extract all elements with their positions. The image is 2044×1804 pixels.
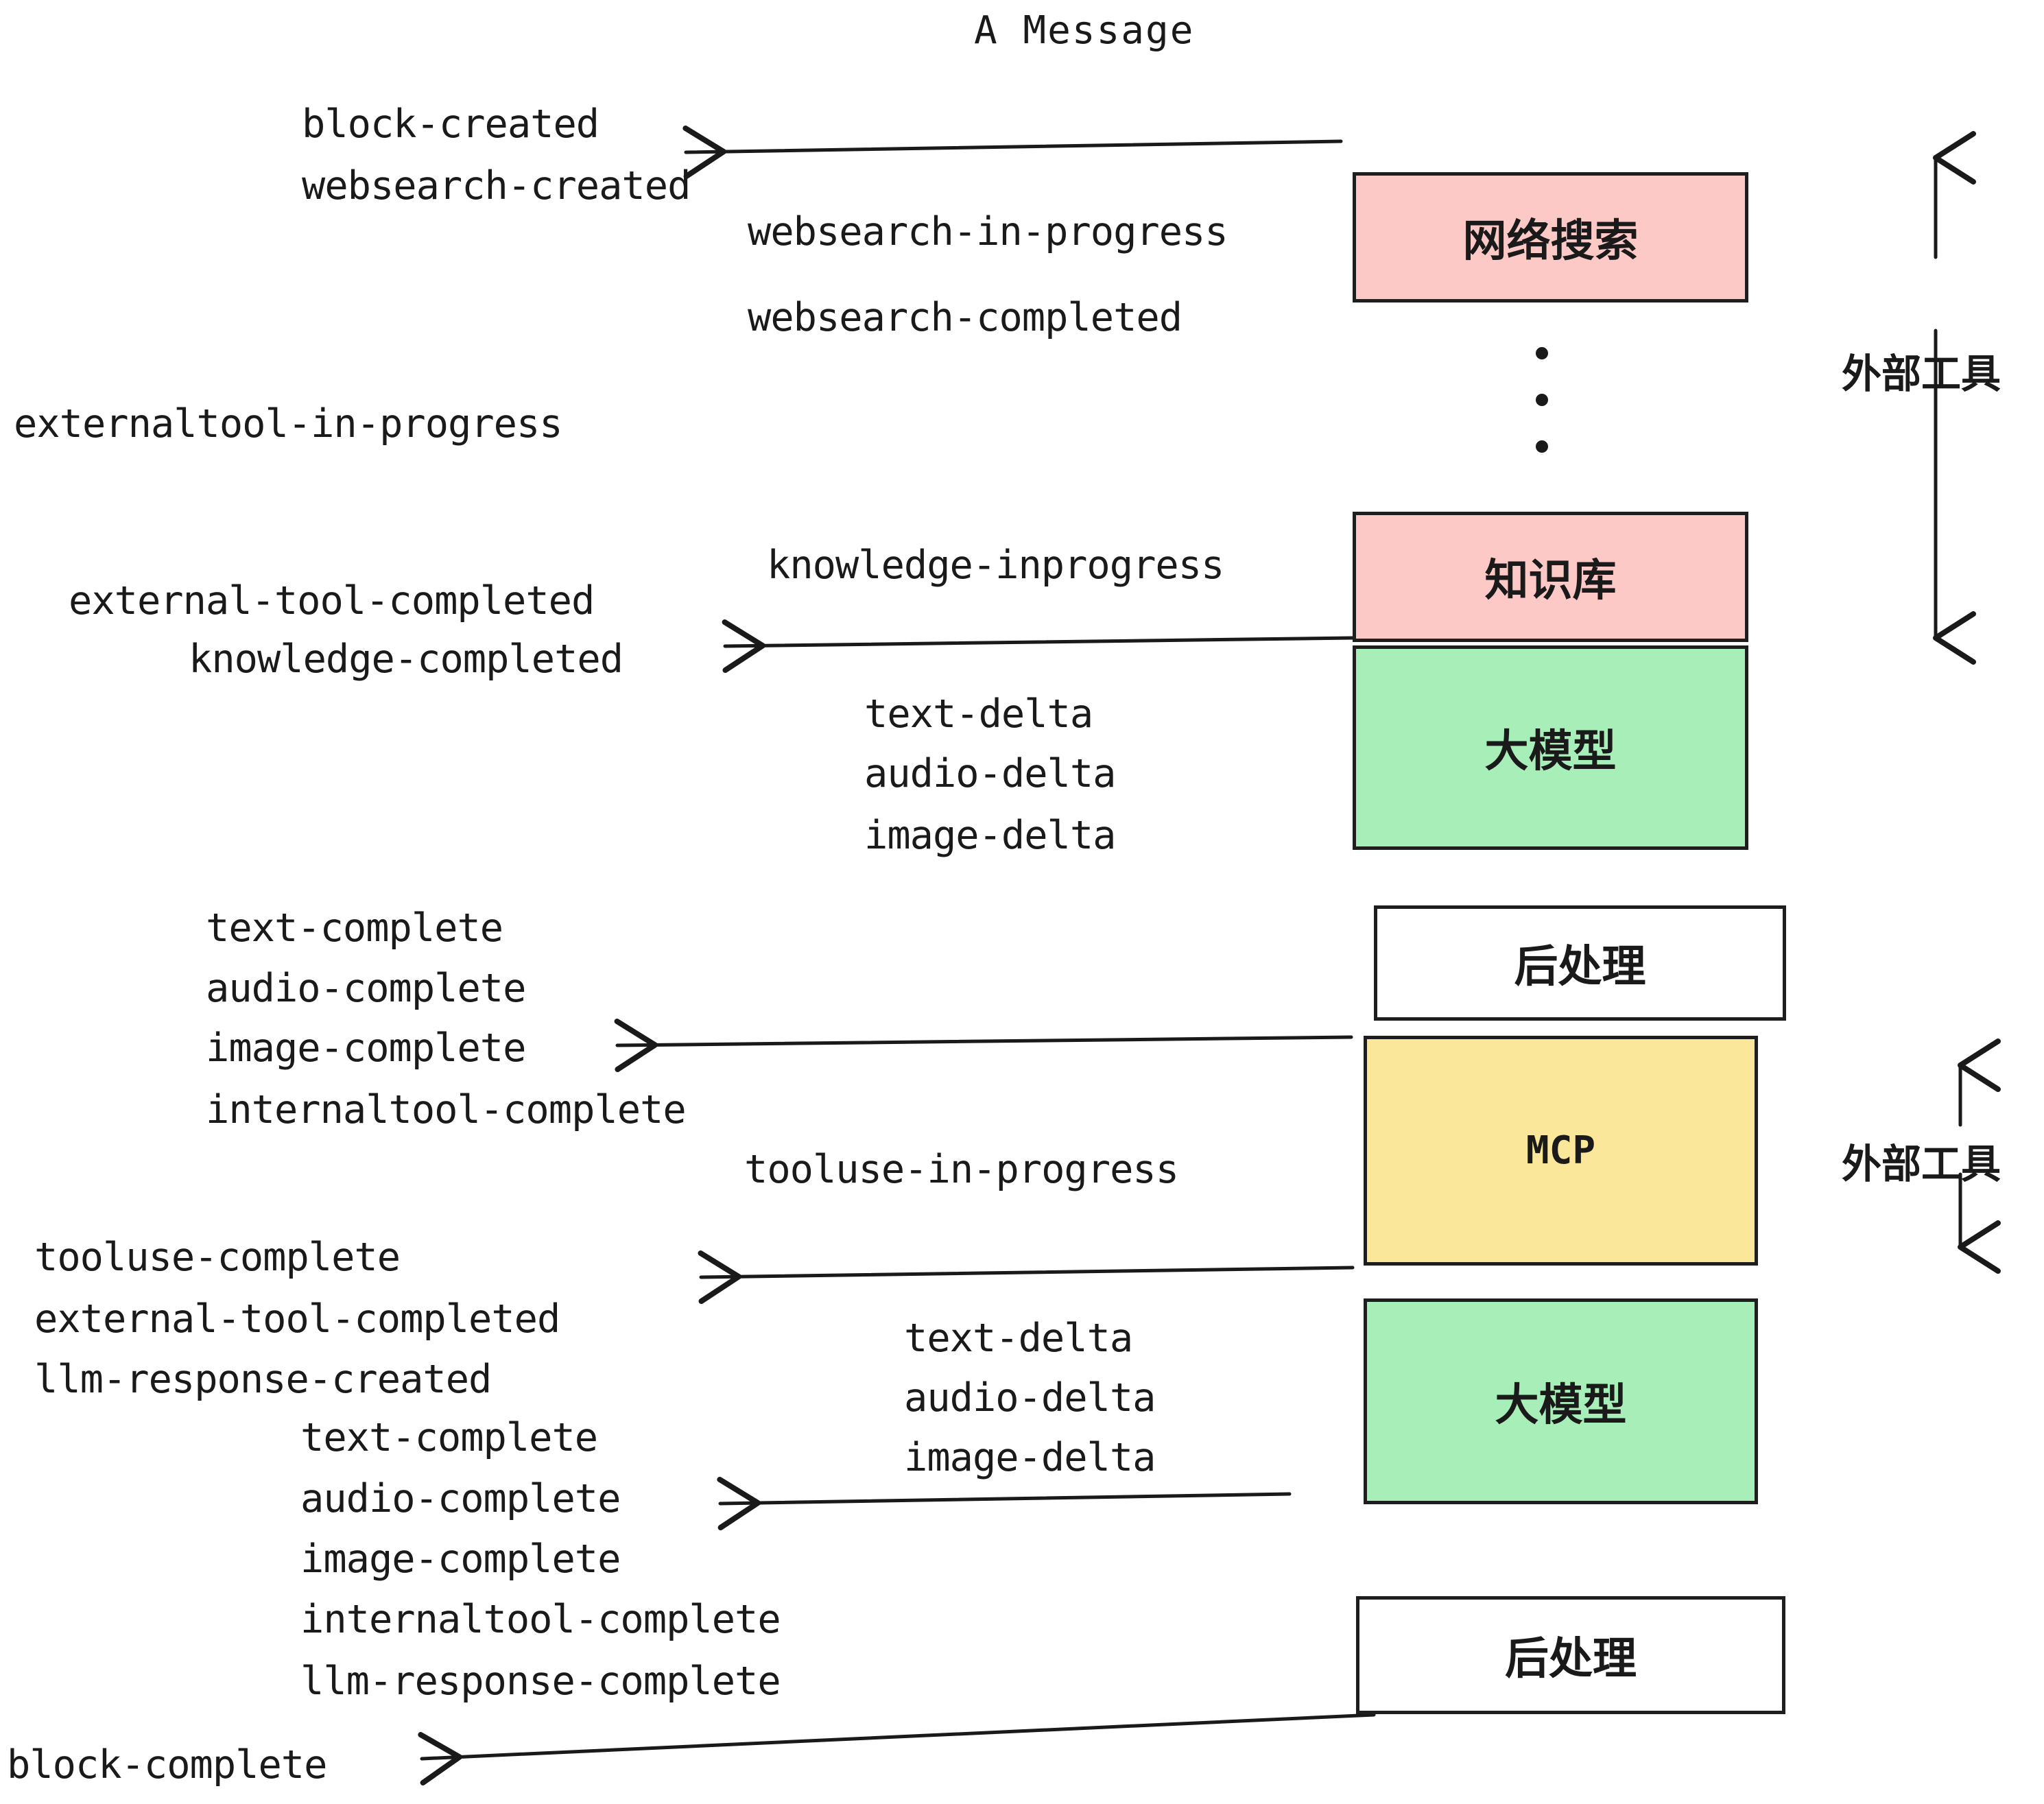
node-websearch: 网络搜索 [1353, 172, 1748, 302]
event-websearch-in-progress: websearch-in-progress [748, 209, 1228, 254]
ellipsis-dot [1536, 347, 1548, 359]
side-label-external-tools-top: 外部工具 [1842, 351, 2001, 397]
node-label: 大模型 [1495, 1380, 1627, 1431]
arrow-block-complete [418, 1713, 1376, 1785]
event-text-complete-2: text-complete [300, 1415, 598, 1460]
event-tooluse-in-progress: tooluse-in-progress [744, 1147, 1179, 1192]
event-external-tool-completed-2: external-tool-completed [34, 1296, 560, 1342]
event-knowledge-completed: knowledge-completed [189, 637, 623, 682]
node-label: 后处理 [1505, 1634, 1637, 1685]
event-external-tool-completed-1: external-tool-completed [69, 578, 595, 624]
side-label-external-tools-bottom: 外部工具 [1842, 1141, 2001, 1187]
arrow-tooluse-complete [698, 1250, 1355, 1304]
arrow-image-complete [614, 1019, 1353, 1072]
vertical-ellipsis-icon [1536, 347, 1548, 453]
event-text-delta-2: text-delta [904, 1316, 1133, 1361]
event-externaltool-in-progress: externaltool-in-progress [14, 401, 563, 447]
event-image-delta-1: image-delta [864, 813, 1116, 858]
node-mcp: MCP [1364, 1036, 1758, 1266]
ellipsis-dot [1536, 394, 1548, 406]
event-llm-response-complete: llm-response-complete [300, 1659, 781, 1704]
event-audio-complete-1: audio-complete [206, 966, 526, 1011]
node-label: 知识库 [1484, 556, 1617, 606]
event-image-delta-2: image-delta [904, 1435, 1156, 1480]
arrow-block-created [682, 126, 1343, 179]
arrow-knowledge-completed [722, 619, 1355, 673]
ellipsis-dot [1536, 440, 1548, 453]
event-audio-complete-2: audio-complete [300, 1476, 621, 1521]
event-block-created: block-created [302, 102, 599, 147]
event-knowledge-inprogress: knowledge-inprogress [767, 543, 1224, 588]
node-label: 后处理 [1514, 942, 1646, 993]
event-text-complete-1: text-complete [206, 905, 503, 951]
flow-arrows-group [418, 126, 1376, 1785]
event-websearch-completed: websearch-completed [748, 295, 1183, 340]
event-internaltool-complete-1: internaltool-complete [206, 1087, 687, 1132]
arrow-audio-complete [717, 1477, 1292, 1530]
range-arrows-group [1933, 131, 2001, 1274]
event-block-complete: block-complete [7, 1742, 327, 1788]
event-text-delta-1: text-delta [864, 691, 1093, 737]
event-image-complete-1: image-complete [206, 1025, 526, 1071]
node-knowledge: 知识库 [1353, 512, 1748, 642]
node-postprocess-1: 后处理 [1374, 905, 1786, 1021]
node-label: MCP [1525, 1128, 1596, 1173]
event-tooluse-complete: tooluse-complete [34, 1235, 401, 1280]
node-llm-1: 大模型 [1353, 645, 1748, 850]
node-postprocess-2: 后处理 [1356, 1596, 1785, 1714]
event-llm-response-created: llm-response-created [34, 1357, 492, 1402]
event-audio-delta-1: audio-delta [864, 751, 1116, 796]
node-label: 大模型 [1484, 726, 1617, 777]
event-websearch-created: websearch-created [302, 163, 691, 209]
node-llm-2: 大模型 [1364, 1298, 1758, 1504]
event-internaltool-complete-2: internaltool-complete [300, 1597, 781, 1642]
diagram-title: A Message [974, 8, 1195, 53]
event-audio-delta-2: audio-delta [904, 1375, 1156, 1421]
event-image-complete-2: image-complete [300, 1536, 621, 1582]
node-label: 网络搜索 [1462, 216, 1639, 267]
